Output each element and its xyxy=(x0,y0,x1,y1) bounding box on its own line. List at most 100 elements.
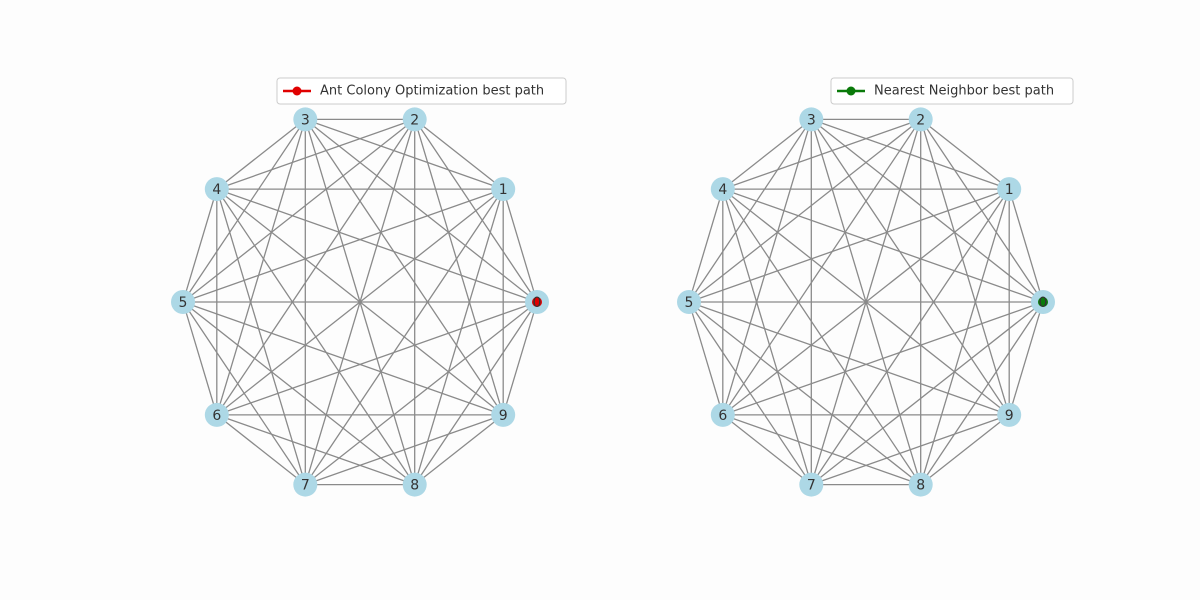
aco-node-label-8: 8 xyxy=(410,478,419,494)
nn-node-label-6: 6 xyxy=(718,408,727,424)
nn-node-label-5: 5 xyxy=(685,295,694,311)
aco-edge-4-8 xyxy=(216,188,416,485)
nn-edge-0-3 xyxy=(810,118,1044,303)
nn-edge-3-6 xyxy=(722,119,812,416)
aco-edge-0-3 xyxy=(304,118,538,303)
aco-node-2: 2 xyxy=(402,107,427,132)
nn-node-2: 2 xyxy=(908,107,933,132)
aco-edge-1-8 xyxy=(414,188,504,485)
nn-node-0: 0 xyxy=(1031,290,1055,314)
aco-node-circle-2 xyxy=(402,107,427,132)
nn-node-circle-2 xyxy=(908,107,933,132)
aco-edge-0-1 xyxy=(502,188,538,303)
nn-node-6: 6 xyxy=(710,402,735,427)
aco-node-4: 4 xyxy=(204,177,229,202)
aco-node-0: 0 xyxy=(525,290,549,314)
nn-node-4: 4 xyxy=(710,177,735,202)
aco-edge-6-7 xyxy=(216,414,306,486)
nn-edge-4-5 xyxy=(688,188,724,303)
aco-edge-2-9 xyxy=(414,119,504,416)
nn-path-marker-0 xyxy=(1038,297,1048,307)
nn-edges xyxy=(688,118,1044,486)
aco-edge-5-6 xyxy=(182,301,218,416)
nn-edge-4-7 xyxy=(722,188,812,485)
aco-path-marker-0 xyxy=(532,297,542,307)
aco-node-5: 5 xyxy=(171,290,195,314)
aco-edge-4-7 xyxy=(216,188,306,485)
nn-node-8: 8 xyxy=(908,472,933,497)
aco-legend: Ant Colony Optimization best path xyxy=(276,77,567,105)
nn-node-label-0: 0 xyxy=(1039,295,1048,311)
nn-legend-label: Nearest Neighbor best path xyxy=(874,84,1054,99)
aco-edge-4-5 xyxy=(182,188,218,303)
aco-node-label-6: 6 xyxy=(212,408,221,424)
aco-edge-3-4 xyxy=(216,118,306,190)
nn-edge-7-9 xyxy=(811,414,1010,486)
nn-node-label-3: 3 xyxy=(807,112,816,128)
nn-edge-8-9 xyxy=(920,414,1010,486)
nn-edge-0-7 xyxy=(810,301,1044,486)
aco-node-circle-7 xyxy=(293,472,318,497)
aco-edge-0-9 xyxy=(502,301,538,416)
nn-node-1: 1 xyxy=(997,177,1022,202)
aco-edge-3-6 xyxy=(216,119,306,416)
aco-node-label-4: 4 xyxy=(212,182,221,198)
aco-node-circle-4 xyxy=(204,177,229,202)
nn-legend: Nearest Neighbor best path xyxy=(830,77,1074,105)
nn-edge-0-1 xyxy=(1008,188,1044,303)
nn-node-7: 7 xyxy=(799,472,824,497)
nn-edge-2-5 xyxy=(688,118,922,303)
nn-edge-5-6 xyxy=(688,301,724,416)
aco-edge-5-8 xyxy=(182,301,416,486)
aco-nodes: 0 1 2 3 4 5 6 7 8 9 xyxy=(171,107,549,497)
nn-node-circle-1 xyxy=(997,177,1022,202)
nn-edge-6-8 xyxy=(722,414,921,486)
aco-legend-box xyxy=(276,77,567,105)
nn-edge-5-8 xyxy=(688,301,922,486)
aco-node-9: 9 xyxy=(491,402,516,427)
nn-node-label-9: 9 xyxy=(1005,408,1014,424)
aco-edge-3-9 xyxy=(304,119,504,416)
nn-node-label-1: 1 xyxy=(1005,182,1014,198)
aco-node-7: 7 xyxy=(293,472,318,497)
aco-node-label-9: 9 xyxy=(499,408,508,424)
aco-node-circle-9 xyxy=(491,402,516,427)
aco-edge-8-9 xyxy=(414,414,504,486)
aco-node-label-1: 1 xyxy=(499,182,508,198)
nn-edge-2-9 xyxy=(920,119,1010,416)
aco-node-label-7: 7 xyxy=(301,478,310,494)
nn-node-3: 3 xyxy=(799,107,824,132)
aco-edge-5-7 xyxy=(182,301,306,485)
nn-edge-3-4 xyxy=(722,118,812,190)
nn-node-circle-3 xyxy=(799,107,824,132)
nn-edge-0-9 xyxy=(1008,301,1044,416)
aco-edges xyxy=(182,118,538,486)
nn-node-circle-9 xyxy=(997,402,1022,427)
nn-node-circle-5 xyxy=(677,290,701,314)
nn-edge-3-9 xyxy=(810,119,1010,416)
nn-graph-panel: 0 1 2 3 4 5 6 7 8 9 Nearest Neighbor best path xyxy=(677,77,1074,497)
aco-edge-1-2 xyxy=(414,118,504,190)
aco-node-circle-8 xyxy=(402,472,427,497)
nn-edge-1-2 xyxy=(920,118,1010,190)
nn-node-label-4: 4 xyxy=(718,182,727,198)
nn-node-label-8: 8 xyxy=(916,478,925,494)
nn-edge-1-8 xyxy=(920,188,1010,485)
aco-node-circle-5 xyxy=(171,290,195,314)
nn-edge-6-7 xyxy=(722,414,812,486)
aco-edge-7-9 xyxy=(305,414,504,486)
nn-node-5: 5 xyxy=(677,290,701,314)
nn-legend-marker-icon xyxy=(846,86,856,96)
aco-legend-marker-icon xyxy=(292,86,302,96)
aco-node-label-0: 0 xyxy=(533,295,542,311)
nn-edge-5-9 xyxy=(688,301,1010,416)
aco-node-label-2: 2 xyxy=(410,112,419,128)
aco-node-1: 1 xyxy=(491,177,516,202)
aco-edge-6-8 xyxy=(216,414,415,486)
aco-node-label-3: 3 xyxy=(301,112,310,128)
nn-node-circle-7 xyxy=(799,472,824,497)
nn-edge-4-9 xyxy=(722,188,1010,416)
aco-legend-label: Ant Colony Optimization best path xyxy=(320,84,544,99)
aco-node-8: 8 xyxy=(402,472,427,497)
